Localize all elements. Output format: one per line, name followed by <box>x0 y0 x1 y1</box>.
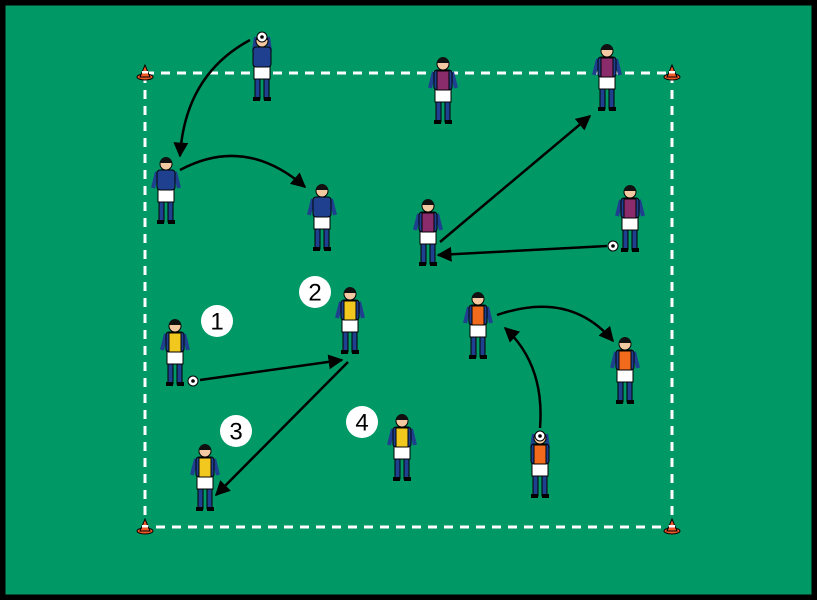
player-yellow-bib <box>190 444 220 511</box>
pass-arrow <box>503 326 542 429</box>
player-purple-bib <box>413 199 443 266</box>
ball-icon <box>256 31 268 43</box>
player-blue <box>151 157 181 224</box>
marker-2: 2 <box>299 276 331 308</box>
marker-label: 1 <box>210 309 223 336</box>
run-arrow <box>496 305 614 343</box>
marker-4: 4 <box>346 406 378 438</box>
dashed-boundary <box>143 71 674 529</box>
cone-icon <box>663 63 681 81</box>
player-yellow-bib <box>387 414 417 481</box>
player-purple-bib <box>592 44 622 111</box>
marker-1: 1 <box>201 305 233 337</box>
cone-icon <box>136 517 154 535</box>
player-orange-bib <box>610 337 640 404</box>
cone-icon <box>663 517 681 535</box>
marker-3: 3 <box>220 415 252 447</box>
pass-arrow <box>436 244 608 262</box>
pass-arrow <box>173 38 251 158</box>
ball-icon <box>607 240 619 252</box>
pass-arrow <box>439 115 592 243</box>
player-purple-bib <box>615 185 645 252</box>
marker-label: 3 <box>229 419 242 446</box>
ball-icon <box>187 375 199 387</box>
marker-label: 4 <box>355 410 368 437</box>
marker-label: 2 <box>308 280 321 307</box>
player-yellow-bib <box>160 319 190 386</box>
run-arrow <box>179 154 307 188</box>
player-purple-bib <box>428 57 458 124</box>
cone-icon <box>136 63 154 81</box>
player-orange-bib <box>463 292 493 359</box>
player-blue <box>307 184 337 251</box>
pass-arrow <box>214 361 349 497</box>
player-yellow-bib <box>335 287 365 354</box>
ball-icon <box>534 430 546 442</box>
pass-arrow <box>199 354 344 382</box>
